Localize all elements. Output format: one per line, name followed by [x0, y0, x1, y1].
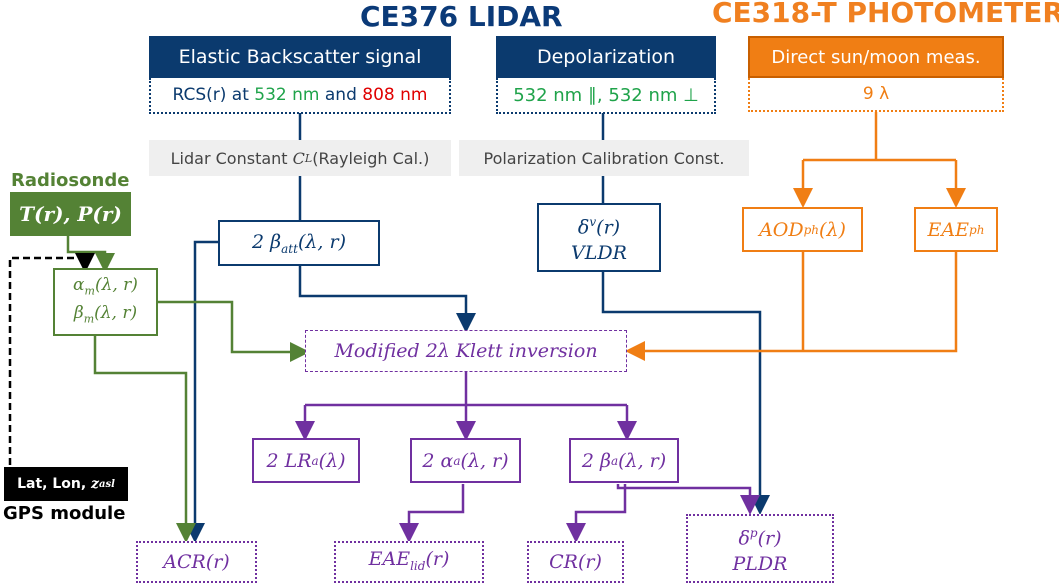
lr-symbol: 2 LR [266, 449, 312, 472]
klett-inversion: Modified 2λ Klett inversion [305, 330, 627, 372]
gps-z-sub: asl [98, 478, 115, 490]
eae-lid-box: EAElid(r) [334, 541, 484, 583]
gps-module-label: GPS module [3, 503, 126, 524]
depol-channels: 532 nm ∥, 532 nm ⊥ [496, 78, 716, 114]
eae-ph-symbol: EAE [927, 218, 970, 241]
beta-att-box: 2 βatt(λ, r) [218, 220, 380, 266]
photometer-header: Direct sun/moon meas. [748, 36, 1004, 78]
photometer-wavelengths: 9 λ [748, 78, 1004, 112]
beta-m: β [73, 303, 84, 323]
beta-m-sub: m [83, 312, 95, 326]
acr-box: ACR(r) [136, 541, 257, 583]
eae-lid-symbol: EAE [368, 547, 411, 570]
beta-a-args: (λ, r) [618, 449, 667, 472]
pldr-args: (r) [757, 527, 782, 550]
photometer-title: CE318-T PHOTOMETER [712, 0, 1059, 29]
lidar-title: CE376 LIDAR [360, 0, 563, 33]
beta-a-sub: a [610, 453, 619, 468]
polarization-calibration: Polarization Calibration Const. [459, 140, 749, 176]
navy-connectors [185, 113, 770, 543]
beta-att: 2 β [252, 230, 282, 253]
calib-suffix: (Rayleigh Cal.) [312, 148, 430, 168]
aod-symbol: AOD [759, 218, 804, 241]
beta-att-args: (λ, r) [297, 230, 346, 253]
alpha-m: α [73, 274, 85, 295]
pldr-box: δp(r) PLDR [686, 514, 834, 583]
gps-latlon: Lat, Lon, [17, 476, 92, 492]
vldr-label: VLDR [571, 242, 627, 265]
orange-connectors [625, 112, 966, 361]
alpha-a-sub: a [453, 453, 461, 468]
aod-args: (λ) [819, 218, 846, 241]
elastic-header: Elastic Backscatter signal [149, 36, 451, 78]
radiosonde-vars: T(r), P(r) [10, 192, 131, 236]
molecular-box: αm(λ, r) βm(λ, r) [53, 268, 158, 336]
wl-532: 532 nm [254, 85, 320, 105]
radiosonde-label: Radiosonde [11, 170, 130, 191]
purple-connectors [295, 372, 760, 543]
green-connectors [66, 236, 310, 543]
eae-lid-sub: lid [410, 558, 426, 573]
lr-args: (λ) [318, 449, 346, 472]
beta-a-symbol: 2 β [581, 449, 611, 472]
alpha-m-sub: m [84, 284, 95, 297]
rcs-prefix: RCS(r) at [172, 85, 255, 105]
gps-z: z [91, 476, 99, 492]
calib-sub: L [304, 151, 313, 165]
rcs-and: and [319, 85, 363, 105]
beta-att-sub: att [281, 241, 298, 256]
alpha-a-args: (λ, r) [460, 449, 509, 472]
wl-808: 808 nm [362, 85, 428, 105]
vldr-args: (r) [596, 216, 621, 239]
alpha-m-args: (λ, r) [94, 274, 138, 295]
vldr-sup: v [589, 214, 597, 229]
vldr-box: δv(r) VLDR [537, 203, 661, 272]
pldr-label: PLDR [732, 553, 788, 576]
vldr-delta: δ [577, 216, 590, 239]
elastic-rcs: RCS(r) at 532 nm and 808 nm [149, 78, 451, 114]
eae-lid-args: (r) [425, 547, 450, 570]
calib-text: Lidar Constant [170, 148, 293, 168]
gps-connector [8, 253, 95, 465]
lr-sub: a [311, 453, 319, 468]
calib-symbol: C [292, 148, 305, 168]
alpha-a-symbol: 2 α [422, 449, 454, 472]
depolarization-header: Depolarization [496, 36, 716, 78]
aod-sub: ph [803, 222, 820, 237]
pldr-delta: δ [738, 527, 750, 550]
pldr-sup: p [749, 525, 758, 540]
eae-ph-sub: ph [969, 222, 985, 237]
beta-m-args: (λ, r) [94, 303, 138, 323]
cr-box: CR(r) [527, 541, 624, 583]
